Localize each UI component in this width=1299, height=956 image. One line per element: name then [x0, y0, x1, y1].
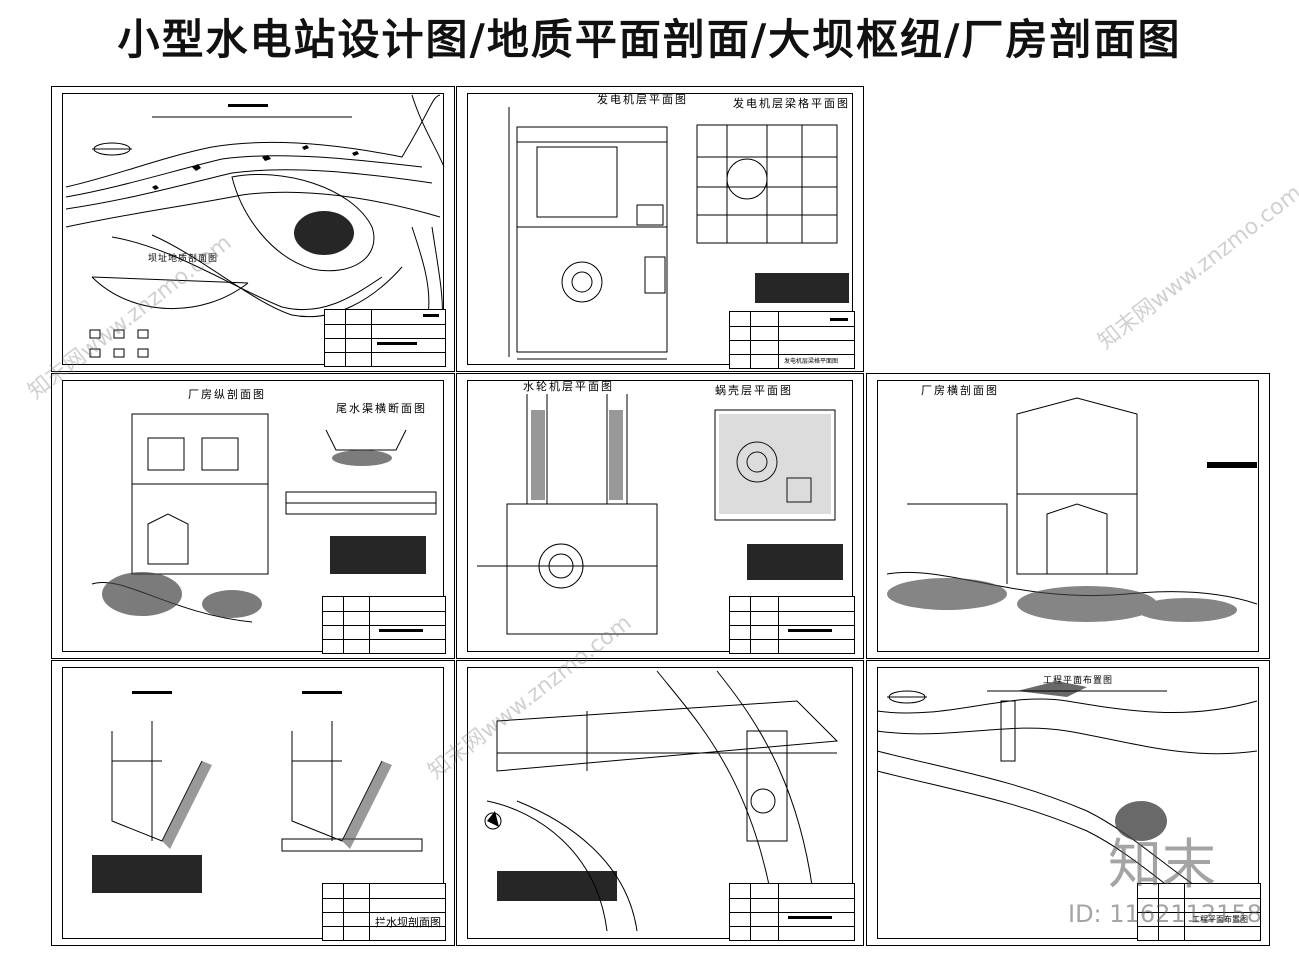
sheet-label-generator-beam: 发电机层梁格平面图	[733, 97, 850, 110]
title-block	[324, 309, 446, 367]
watermark-text: 知末网www.znzmo.com	[1093, 180, 1299, 355]
sheet-hub-layout	[456, 660, 864, 946]
sheet-terrain-plan: 坝址地质剖面图	[51, 86, 455, 372]
watermark-logo: 知末	[1108, 833, 1216, 896]
sheet-label-project-layout: 工程平面布置图	[1043, 676, 1114, 686]
sheet-label-tailrace: 尾水渠横断面图	[336, 402, 427, 415]
turbine-floor-drawing	[477, 394, 843, 635]
title-block-name: 拦水坝剖面图	[375, 916, 441, 929]
sheet-label-cross-section: 厂房横剖面图	[921, 384, 999, 397]
longitudinal-section-drawing	[91, 413, 437, 623]
generator-floor-drawing	[508, 107, 849, 360]
title-block-name: 发电机层梁格平面图	[784, 358, 839, 365]
title-block-name: 工程平面布置图	[1192, 915, 1248, 924]
terrain-drawing	[65, 94, 445, 358]
sheet-label-dam-geology: 坝址地质剖面图	[148, 254, 219, 264]
hub-layout-drawing	[484, 670, 839, 932]
title-block	[322, 596, 446, 654]
title-block	[729, 883, 855, 941]
cross-section-drawing	[886, 397, 1258, 622]
title-block: 拦水坝剖面图	[322, 883, 446, 941]
sheet-label-scroll-case: 蜗壳层平面图	[715, 384, 793, 397]
title-block: 工程平面布置图	[1137, 883, 1261, 941]
sheet-dam-section: 拦水坝剖面图	[51, 660, 455, 946]
sheet-label-generator-floor: 发电机层平面图	[597, 93, 688, 106]
title-block: 发电机层梁格平面图	[729, 311, 855, 369]
page-title: 小型水电站设计图/地质平面剖面/大坝枢纽/厂房剖面图	[117, 15, 1182, 64]
sheet-label-longitudinal: 厂房纵剖面图	[188, 388, 266, 401]
sheet-label-turbine-floor: 水轮机层平面图	[523, 380, 614, 393]
sheet-turbine-floor: 水轮机层平面图 蜗壳层平面图	[456, 373, 864, 659]
sheet-project-layout: 工程平面布置图 工程平面布置图	[866, 660, 1270, 946]
dam-section-drawing	[92, 691, 423, 893]
sheet-cross-section: 厂房横剖面图	[866, 373, 1270, 659]
sheet-longitudinal-section: 厂房纵剖面图 尾水渠横断面图	[51, 373, 455, 659]
title-block	[729, 596, 855, 654]
watermark-id: ID: 1162112158	[1068, 900, 1262, 928]
sheet-generator-floor: 发电机层平面图 发电机层梁格平面图 发电机层梁格平面图	[456, 86, 864, 372]
